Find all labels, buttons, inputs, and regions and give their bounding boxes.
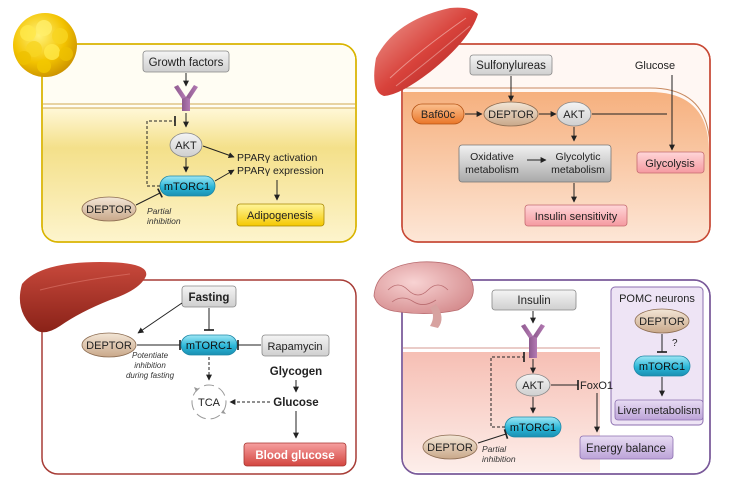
receptor-icon [174,85,198,111]
liver-metabolism-box: Liver metabolism [614,399,704,421]
adipose-deptor-node: DEPTOR [81,196,137,222]
insulin-sensitivity-label: Insulin sensitivity [535,211,618,223]
pomc-neurons-label: POMC neurons [619,293,695,305]
tca-label: TCA [198,397,221,409]
question-label: ? [672,338,678,349]
foxo1-label: FoxO1 [580,380,613,392]
potentiate-label-3: during fasting [126,371,175,380]
blood-glucose-label: Blood glucose [255,450,334,462]
akt-label: AKT [563,109,585,121]
sulfonylureas-label: Sulfonylureas [476,60,546,72]
fasting-box: Fasting [181,285,237,308]
mtorc1-label: mTORC1 [186,340,232,352]
deptor-label: DEPTOR [86,204,132,216]
baf60c-label: Baf60c [421,109,456,121]
muscle-icon [374,7,478,97]
insulin-label: Insulin [517,295,550,307]
insulin-receptor-icon [521,324,545,358]
muscle-deptor-node: DEPTOR [483,101,539,127]
glycolytic-label: Glycolytic [556,151,601,163]
mtorc1-label: mTORC1 [510,422,556,434]
deptor-label: DEPTOR [488,109,534,121]
liver-panel [41,279,357,475]
liver-mtorc1-node: mTORC1 [180,334,238,356]
liver-metabolism-label: Liver metabolism [617,405,700,417]
oxidative-label-2: metabolism [465,164,519,176]
glycolysis-label: Glycolysis [645,158,695,170]
brain-akt-node: AKT [515,373,551,397]
tca-cycle-icon: TCA [191,384,227,420]
rapamycin-label: Rapamycin [267,341,322,353]
glucose-label: Glucose [273,397,318,409]
insulin-sensitivity-box: Insulin sensitivity [524,204,628,227]
liver-deptor-node: DEPTOR [81,332,137,358]
adipogenesis-box: Adipogenesis [236,203,325,227]
energy-balance-label: Energy balance [586,443,666,455]
adipogenesis-label: Adipogenesis [247,210,314,222]
partial-label: Partial [482,444,507,454]
glycolysis-box: Glycolysis [636,151,705,174]
glycolytic-label-2: metabolism [551,164,605,176]
energy-balance-box: Energy balance [579,435,674,460]
mtorc1-label: mTORC1 [164,181,210,193]
growth-factors-box: Growth factors [142,50,230,73]
mtorc1-node: mTORC1 [159,175,216,197]
glycogen-label: Glycogen [270,366,322,378]
partial-label: Partial [147,206,172,216]
fasting-label: Fasting [189,292,230,304]
sulfonylureas-box: Sulfonylureas [469,54,553,76]
rapamycin-box: Rapamycin [261,334,330,357]
potentiate-label: Potentiate [132,351,169,360]
inhibition-label: inhibition [482,454,516,464]
growth-factors-label: Growth factors [149,57,224,69]
insulin-box: Insulin [491,289,577,311]
glucose-label: Glucose [635,60,675,72]
akt-label: AKT [522,380,544,392]
baf60c-node: Baf60c [411,103,465,125]
blood-glucose-box: Blood glucose [243,442,347,467]
ppar-expression-label: PPARγ expression [237,165,324,177]
metabolism-box: Oxidative metabolism Glycolytic metaboli… [458,144,612,183]
brain-mtorc1-node: mTORC1 [504,416,562,438]
brain-deptor-node: DEPTOR [422,434,478,460]
mtorc1-label: mTORC1 [639,361,685,373]
ppar-activation-label: PPARγ activation [237,152,317,164]
liver-icon [19,262,147,333]
akt-node: AKT [169,132,203,158]
deptor-label: DEPTOR [86,340,132,352]
deptor-label: DEPTOR [427,442,473,454]
muscle-akt-node: AKT [556,101,592,127]
fat-tissue-icon [13,13,77,77]
pomc-mtorc1-node: mTORC1 [633,355,691,377]
potentiate-label-2: inhibition [134,361,166,370]
akt-label: AKT [175,140,197,152]
deptor-label: DEPTOR [639,316,685,328]
inhibition-label: inhibition [147,216,181,226]
brain-icon [373,261,474,328]
oxidative-label: Oxidative [470,151,514,163]
pomc-deptor-node: DEPTOR [634,308,690,334]
